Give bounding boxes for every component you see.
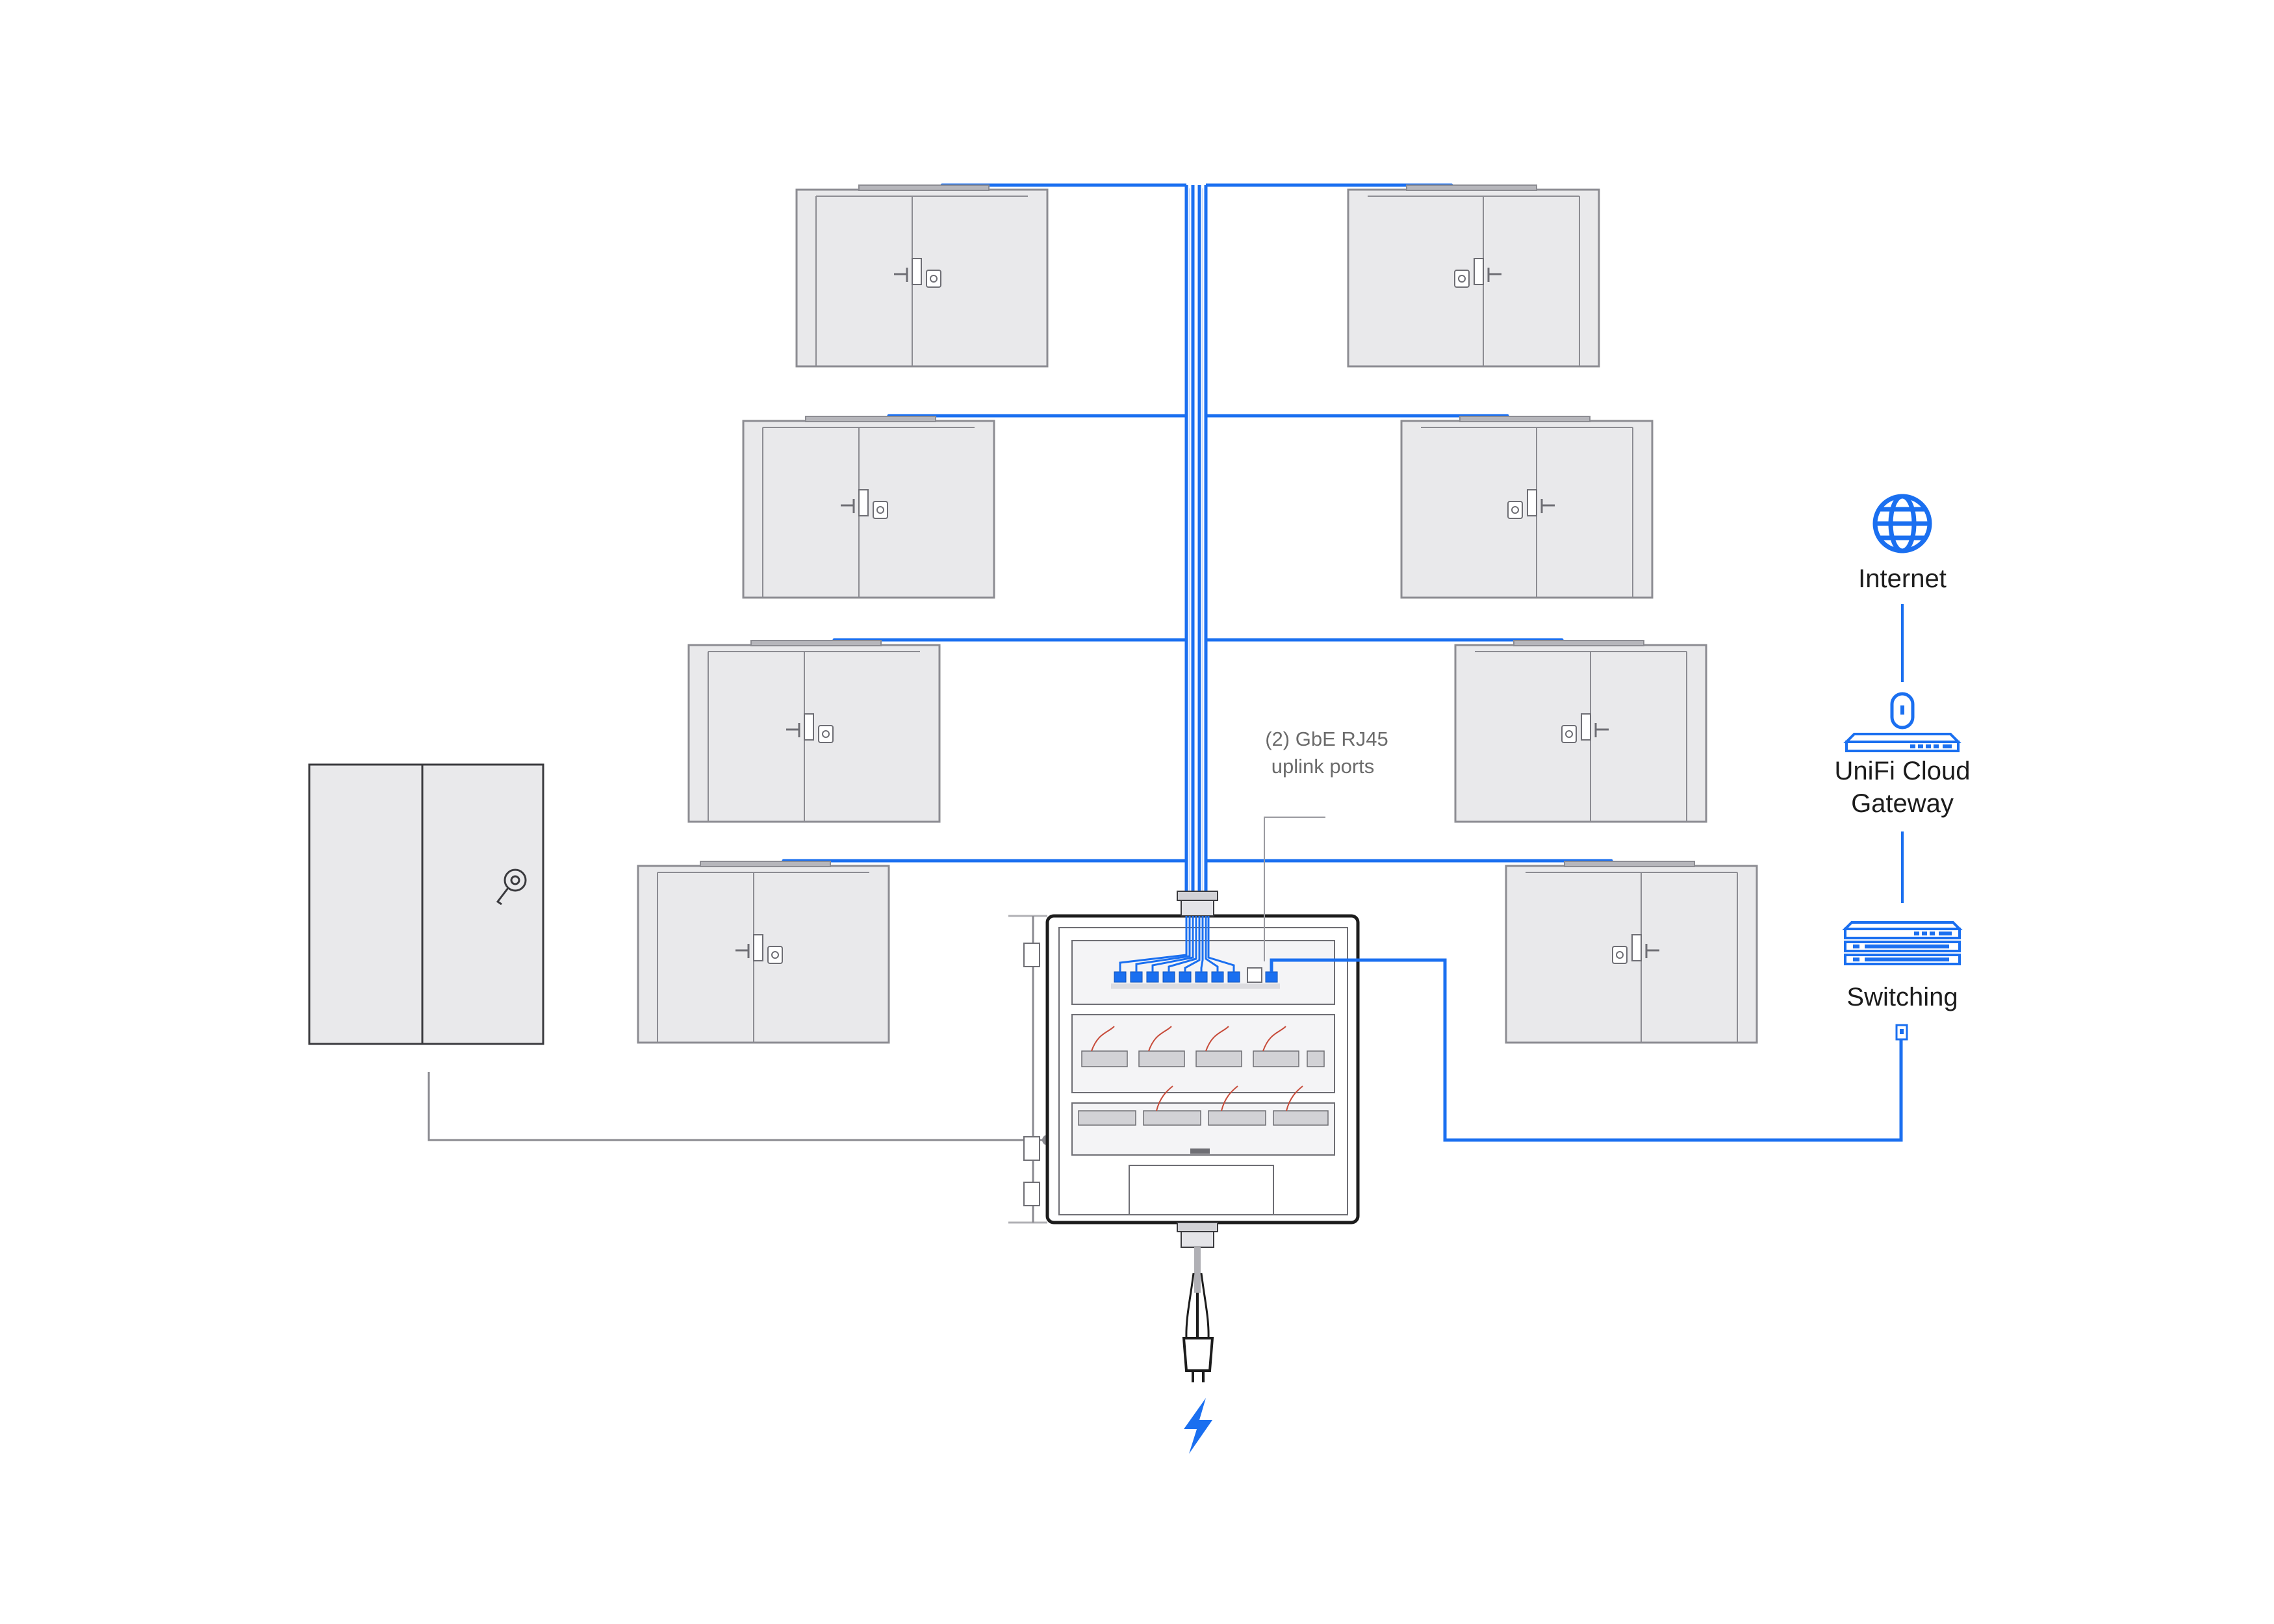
gateway-label-line1: UniFi Cloud xyxy=(1835,757,1971,785)
door-left-1 xyxy=(795,184,1049,368)
lightning-bolt-icon xyxy=(1184,1398,1212,1454)
door-right-3 xyxy=(1454,639,1707,823)
rj45-connector-icon xyxy=(1895,1024,1908,1041)
uplink-callout-leader xyxy=(1264,817,1325,961)
electrical-cabinet xyxy=(308,763,544,1045)
uplink-callout-line2: uplink ports xyxy=(1271,755,1375,778)
switch-stack-icon xyxy=(1842,921,1963,965)
key-icon xyxy=(496,869,527,906)
door-left-3 xyxy=(687,639,941,823)
internet-label: Internet xyxy=(1858,565,1947,593)
gateway-label-line2: Gateway xyxy=(1851,789,1954,818)
globe-icon xyxy=(1872,494,1932,553)
uplink-cable xyxy=(1270,958,1903,1142)
uplink-callout-line1: (2) GbE RJ45 xyxy=(1265,728,1388,750)
power-cord xyxy=(1182,1247,1214,1382)
door-right-2 xyxy=(1400,415,1654,599)
door-right-4 xyxy=(1505,860,1758,1044)
access-hub-enclosure xyxy=(1008,891,1360,1248)
switching-label: Switching xyxy=(1846,983,1958,1011)
door-left-4 xyxy=(637,860,890,1044)
cabinet-link xyxy=(428,1072,1047,1141)
door-right-1 xyxy=(1347,184,1600,368)
door-left-2 xyxy=(742,415,995,599)
cloud-gateway-icon xyxy=(1843,692,1961,752)
power-plug-icon xyxy=(1182,1337,1214,1382)
